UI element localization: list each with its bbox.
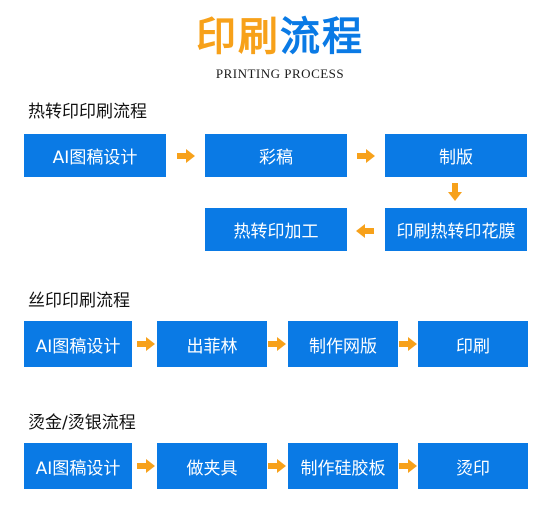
arrow-icon [357,149,375,163]
step-ai-design: AI图稿设计 [24,321,132,367]
step-plate-making: 制版 [385,134,527,177]
arrow-icon [399,337,417,351]
arrow-icon [356,224,374,238]
step-hot-stamping: 烫印 [418,443,528,489]
step-print-film: 印刷热转印花膜 [385,208,527,251]
arrow-icon [399,459,417,473]
step-film-output: 出菲林 [157,321,267,367]
section-title-silk-screen: 丝印印刷流程 [28,291,130,311]
page-title: 印刷流程 [0,14,560,60]
step-printing: 印刷 [418,321,528,367]
step-ai-design: AI图稿设计 [24,134,166,177]
arrow-icon [448,183,462,201]
step-make-fixture: 做夹具 [157,443,267,489]
step-heat-transfer-processing: 热转印加工 [205,208,347,251]
step-ai-design: AI图稿设计 [24,443,132,489]
section-title-hot-stamping: 烫金/烫银流程 [28,413,136,433]
step-color-proof: 彩稿 [205,134,347,177]
title-part-blue: 流程 [280,14,364,60]
title-text: 印刷流程 [196,14,364,60]
arrow-icon [268,337,286,351]
step-silicone-plate: 制作硅胶板 [288,443,398,489]
arrow-icon [137,337,155,351]
arrow-icon [268,459,286,473]
title-part-orange: 印刷 [196,14,280,60]
section-title-heat-transfer: 热转印印刷流程 [28,102,147,122]
arrow-icon [137,459,155,473]
page-subtitle: PRINTING PROCESS [215,66,345,81]
step-screen-making: 制作网版 [288,321,398,367]
arrow-icon [177,149,195,163]
